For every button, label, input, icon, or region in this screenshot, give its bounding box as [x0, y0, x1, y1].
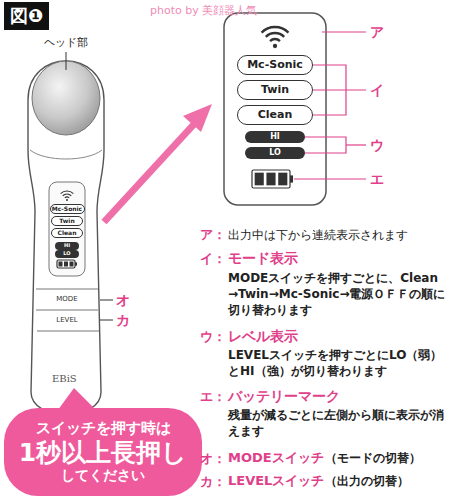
node-label: LO — [63, 251, 70, 257]
node-label: Mc-Sonic — [52, 206, 82, 213]
wifi-arc — [266, 33, 284, 37]
head-seam — [30, 150, 102, 159]
mode-indicator: Mc-Sonic — [237, 55, 313, 75]
callout-letter: エ： — [200, 388, 226, 406]
note-text: 残量が減るごとに左側から順に表示が消えます — [228, 407, 446, 439]
node-label: LO — [269, 149, 281, 158]
note-text: LEVELスイッチを押すごとにLO（弱）とHI（強）が切り替わります — [228, 347, 446, 379]
zoom-arrow-head — [183, 104, 212, 132]
node-label: HI — [270, 133, 280, 142]
button-seam — [36, 310, 98, 311]
wifi-icon — [61, 191, 74, 201]
zoom-arrow — [104, 122, 196, 222]
note-text: してください — [61, 468, 145, 483]
mode-indicator: Mc-Sonic — [50, 204, 85, 214]
callout-letter: オ — [116, 291, 130, 310]
wifi-icon — [262, 27, 289, 48]
wifi-arc — [63, 194, 71, 196]
note-text: （モードの切替） — [325, 450, 421, 466]
node-label: LEVEL — [56, 317, 77, 325]
wifi-dot — [66, 199, 68, 201]
enlarged-panel — [224, 13, 326, 205]
wifi-arc — [270, 39, 280, 41]
note-heading: LEVELスイッチ — [228, 472, 324, 490]
note-heading: モード表示 — [228, 249, 298, 268]
level-indicator: LO — [245, 147, 305, 159]
callout-letter: ア： — [200, 226, 226, 244]
level-indicator: LO — [55, 250, 79, 258]
note-heading: MODEスイッチ — [228, 449, 324, 467]
battery-segment — [59, 262, 63, 267]
node-label: Clean — [258, 109, 293, 121]
callout-letter: ウ： — [200, 328, 226, 346]
callout-letter: カ： — [200, 473, 226, 491]
switch-button: LEVEL — [40, 313, 94, 329]
note-text: 出力中は下から連続表示されます — [228, 227, 450, 243]
battery-icon — [57, 260, 77, 268]
figure-title: 図❶ — [4, 2, 49, 30]
battery-outline — [57, 260, 75, 268]
part-name: ヘッド部 — [44, 36, 88, 51]
battery-nub — [290, 175, 293, 182]
leader-line — [100, 320, 113, 321]
note-text: MODEスイッチを押すごとに、Clean→Twin→Mc-Sonic→電源ＯＦＦ… — [228, 270, 446, 319]
battery-segment — [255, 173, 264, 186]
battery-icon — [252, 170, 293, 188]
wifi-arc — [61, 191, 74, 194]
battery-segment — [64, 262, 68, 267]
small-panel — [49, 182, 85, 276]
button-seam — [37, 331, 99, 332]
wifi-arc — [262, 27, 289, 33]
leader-line — [100, 300, 113, 301]
note-text: （出力の切替） — [325, 473, 409, 489]
note-heading: バッテリーマーク — [228, 387, 340, 406]
callout-letter: ア — [370, 23, 384, 42]
callout-letter: エ — [370, 170, 384, 189]
callout-letter: オ： — [200, 450, 226, 468]
head-leader-line — [66, 52, 67, 70]
battery-segment — [266, 173, 275, 186]
battery-segment — [278, 173, 287, 186]
callout-letter: イ： — [200, 250, 226, 268]
wifi-dot — [273, 44, 277, 48]
device-body — [28, 61, 104, 415]
battery-segment — [70, 262, 74, 267]
switch-button: MODE — [40, 292, 94, 308]
device-head — [32, 61, 100, 135]
button-seam — [36, 289, 98, 290]
wifi-arc — [65, 196, 69, 198]
node-label: MODE — [56, 296, 77, 304]
mode-indicator: Clean — [51, 228, 83, 238]
node-label: Clean — [58, 230, 77, 237]
callout-letter: ウ — [370, 136, 384, 155]
mode-indicator: Twin — [237, 80, 313, 100]
battery-nub — [75, 262, 77, 265]
mode-indicator: Clean — [237, 105, 313, 125]
node-label: Twin — [59, 218, 74, 225]
level-indicator: HI — [55, 242, 79, 250]
level-indicator: HI — [245, 131, 305, 143]
callout-letter: イ — [370, 81, 384, 100]
mode-indicator: Twin — [51, 216, 83, 226]
brand-logo: EBiS — [52, 372, 77, 386]
watermark: photo by 美顔器人気 — [150, 4, 257, 19]
note-text: スイッチを押す時は — [36, 420, 171, 437]
node-label: Mc-Sonic — [247, 59, 303, 71]
note-heading: レベル表示 — [228, 327, 298, 346]
battery-outline — [252, 170, 290, 188]
note-bubble: スイッチを押す時は 1秒以上長押ししてください — [4, 408, 202, 496]
node-label: Twin — [261, 84, 289, 96]
note-text: 1秒以上長押し — [19, 439, 187, 467]
node-label: HI — [64, 243, 70, 249]
callout-letter: カ — [116, 311, 130, 330]
